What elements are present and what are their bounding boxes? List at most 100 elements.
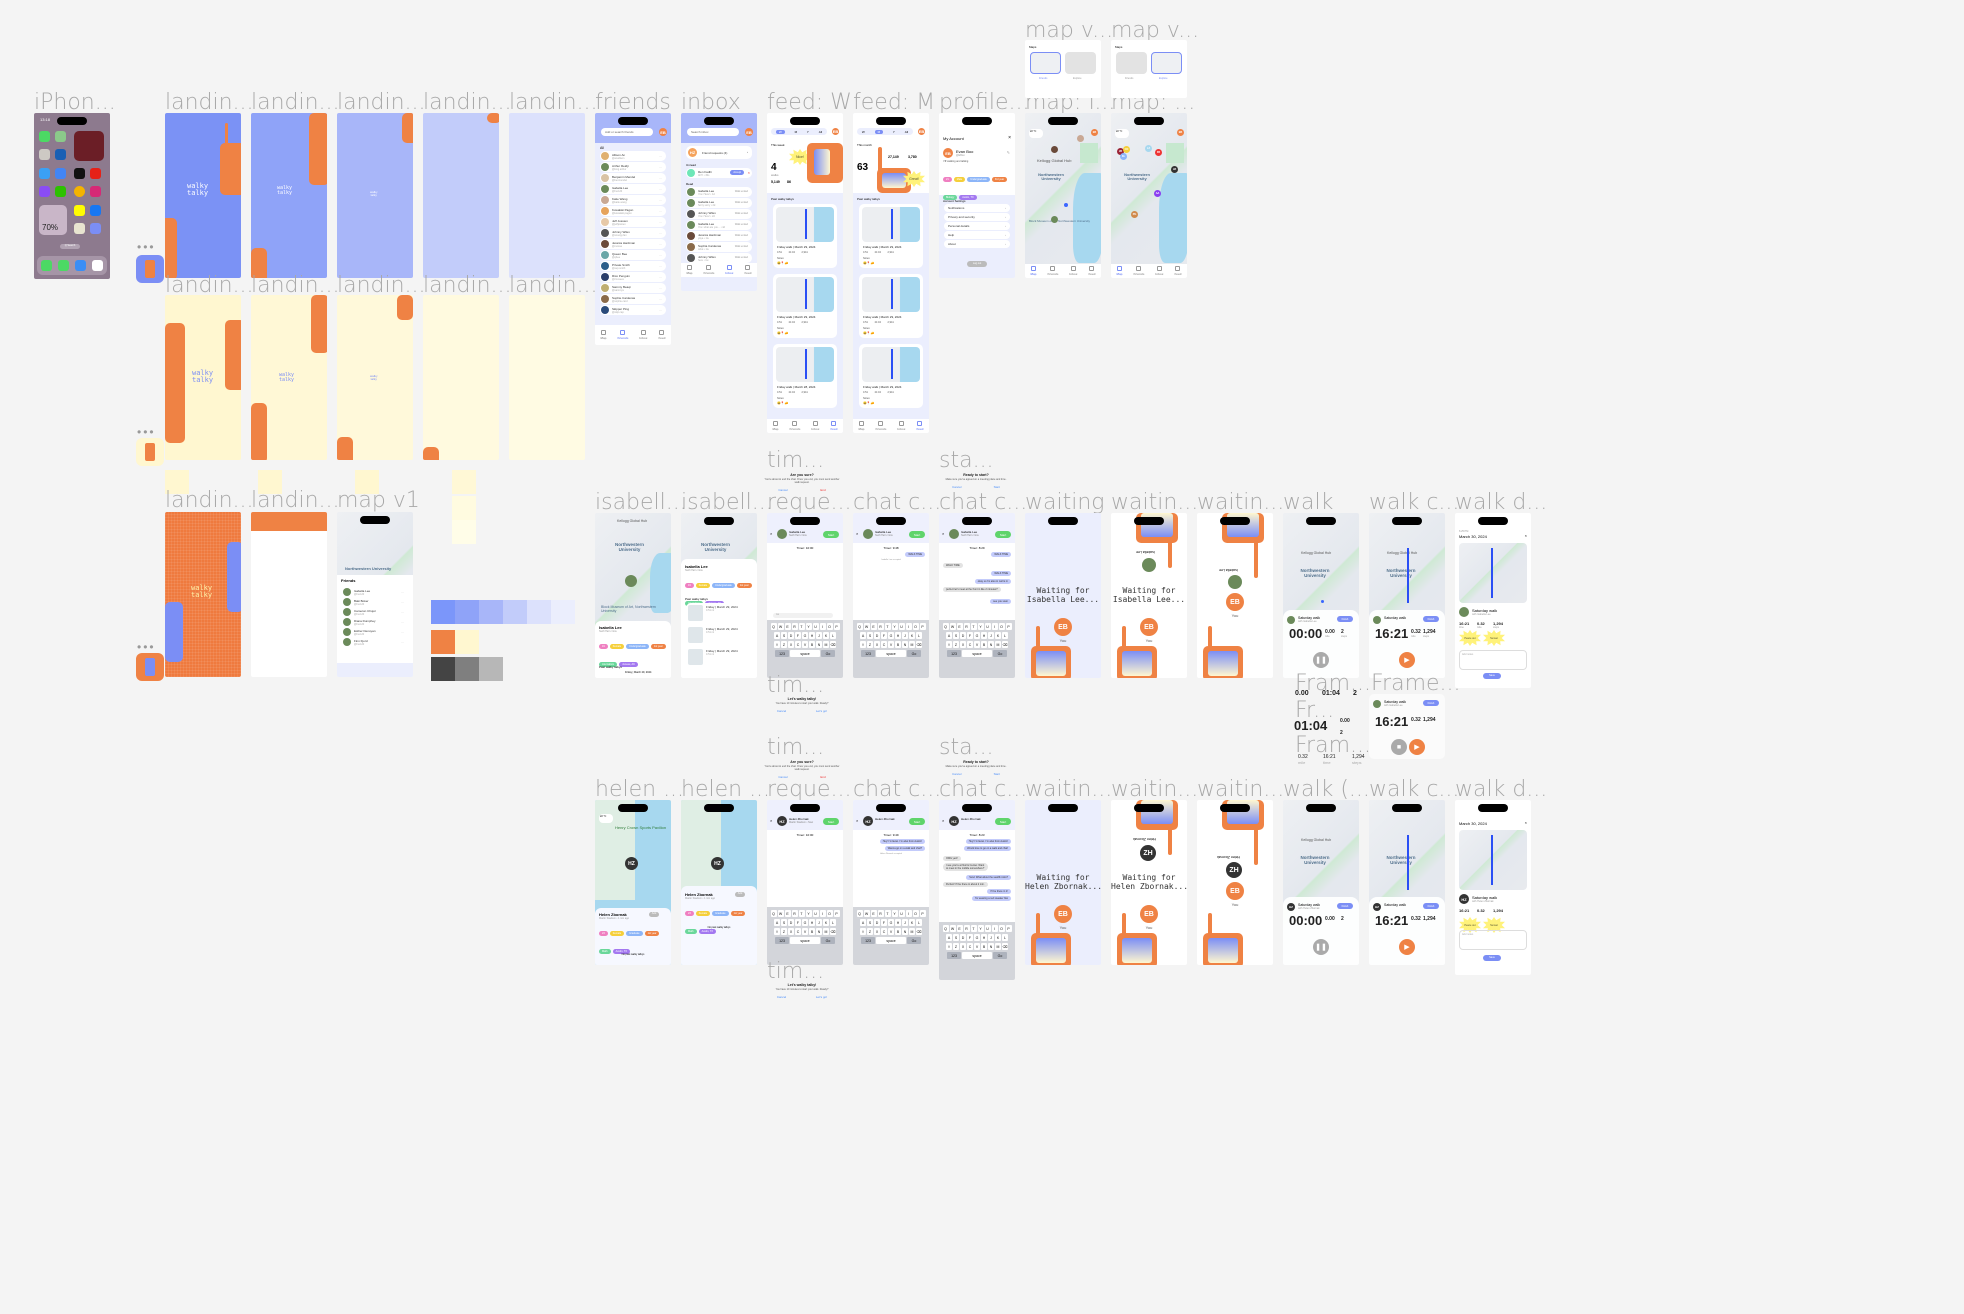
accept-button[interactable]: Accept — [730, 170, 744, 175]
cancel-button[interactable]: Cancel — [952, 772, 962, 776]
add-friend-button[interactable]: Add — [649, 912, 659, 917]
tab-feed[interactable]: Feed — [1088, 266, 1095, 276]
close-icon[interactable]: × — [770, 531, 773, 536]
friend-row[interactable]: Esther Denoyan@hud.20··· — [342, 627, 408, 636]
segment-all[interactable]: All — [818, 129, 823, 134]
tab-map[interactable]: Map — [1031, 266, 1037, 276]
notes-input[interactable]: Add notes — [1459, 650, 1527, 670]
tab-friends[interactable]: Friends — [618, 330, 628, 340]
user-pin[interactable]: FR — [1155, 149, 1162, 156]
close-icon[interactable]: × — [1524, 820, 1527, 825]
pause-button[interactable]: ❚❚ — [1313, 939, 1329, 955]
finish-button[interactable]: Finish — [1423, 903, 1439, 909]
start-button[interactable]: Start — [993, 772, 1000, 776]
save-button[interactable]: Save — [1483, 673, 1501, 679]
friend-row[interactable]: Private Smith@sup.smith··· — [600, 261, 666, 271]
spotify-widget[interactable] — [74, 131, 104, 161]
wechat-icon[interactable] — [55, 186, 66, 197]
tab-friends[interactable]: Friends — [1134, 266, 1144, 276]
play-button[interactable]: ▶ — [1409, 739, 1425, 755]
cancel-button[interactable]: Cancel — [776, 995, 787, 999]
spotify-icon[interactable] — [74, 168, 85, 179]
messenger-icon[interactable] — [39, 186, 50, 197]
tab-map[interactable]: Map — [773, 421, 779, 431]
chase-icon[interactable] — [55, 149, 66, 160]
profile-avatar[interactable]: EB — [659, 128, 667, 136]
map-option-explore[interactable] — [1065, 52, 1096, 74]
tab-friends[interactable]: Friends — [1048, 266, 1058, 276]
tab-feed[interactable]: Feed — [744, 265, 751, 275]
close-icon[interactable]: × — [942, 818, 945, 823]
contacts-icon[interactable] — [39, 149, 50, 160]
save-button[interactable]: Save — [1483, 955, 1501, 961]
tab-feed[interactable]: Feed — [916, 421, 923, 431]
start-walk-button[interactable]: Start — [995, 818, 1011, 825]
settings-notifications[interactable]: Notifications› — [944, 204, 1010, 212]
chrome-icon[interactable] — [74, 186, 85, 197]
close-icon[interactable]: × — [856, 818, 859, 823]
period-segmented-control[interactable]: W M Y All — [771, 128, 827, 135]
start-walk-button[interactable]: Start — [909, 531, 925, 538]
gmail-icon[interactable] — [92, 260, 103, 271]
facebook-icon[interactable] — [90, 205, 101, 216]
close-icon[interactable]: × — [1524, 533, 1527, 538]
friend-row[interactable]: Arthur Reidji@king.arthur··· — [600, 162, 666, 172]
play-button[interactable]: ▶ — [1399, 939, 1415, 955]
stop-button[interactable]: ■ — [1391, 739, 1407, 755]
tab-map[interactable]: Map — [1117, 266, 1123, 276]
snapchat-icon[interactable] — [74, 205, 85, 216]
period-dropdown[interactable]: This month — [857, 143, 872, 147]
more-dots-icon[interactable]: ••• — [137, 425, 156, 439]
friend-row[interactable]: Finn Fjord@hud.20··· — [342, 637, 408, 646]
friend-row[interactable]: Rico Penguin@ricosees··· — [600, 272, 666, 282]
tab-inbox[interactable]: Inbox — [639, 330, 647, 340]
start-walk-button[interactable]: Start — [909, 818, 925, 825]
google-translate-icon[interactable] — [55, 168, 66, 179]
friends-search-input[interactable]: Add or search friends — [601, 128, 653, 136]
phone-icon[interactable] — [41, 260, 52, 271]
segment-all[interactable]: All — [904, 129, 909, 134]
friend-row[interactable]: Diana Dumphey@hud.20··· — [342, 617, 408, 626]
inbox-search-input[interactable]: Search inbox — [687, 128, 739, 136]
spotlight-search-pill[interactable]: Q Search — [60, 244, 80, 249]
cancel-button[interactable]: Cancel — [778, 775, 788, 779]
user-pin[interactable]: HZ — [1171, 166, 1178, 173]
filter-dropdown[interactable]: All — [600, 146, 604, 150]
play-button[interactable]: ▶ — [1399, 652, 1415, 668]
logout-button[interactable]: Log out — [967, 261, 987, 267]
more-dots-icon[interactable]: ••• — [137, 640, 156, 654]
user-pin[interactable]: KL — [1120, 153, 1127, 160]
edit-pencil-icon[interactable]: ✎ — [1006, 150, 1010, 155]
instagram-icon[interactable] — [90, 186, 101, 197]
friend-row[interactable]: Kowalski Pagon@kowalski.pagon··· — [600, 206, 666, 216]
finish-button[interactable]: Finish — [1337, 903, 1353, 909]
notes-input[interactable]: Add notes — [1459, 930, 1527, 950]
segment-month[interactable]: M — [874, 129, 884, 134]
facetime-icon[interactable] — [39, 131, 50, 142]
close-icon[interactable]: × — [770, 818, 773, 823]
friend-row[interactable]: Baki Boker@hud.20··· — [342, 597, 408, 606]
user-pin[interactable]: JB — [1117, 148, 1124, 155]
profile-avatar[interactable]: EB — [832, 128, 839, 135]
messages-icon[interactable] — [58, 260, 69, 271]
tab-inbox[interactable]: Inbox — [1155, 266, 1163, 276]
more-dots-icon[interactable]: ••• — [137, 240, 156, 254]
segment-week[interactable]: W — [775, 129, 785, 134]
friend-row[interactable]: Katie Wang@katie.wang··· — [600, 195, 666, 205]
friend-row[interactable]: Benjamin Mendel@benmendel··· — [600, 173, 666, 183]
friend-row[interactable]: Sophie Cardenas@sophie.card··· — [600, 294, 666, 304]
start-walk-button[interactable]: Start — [823, 818, 839, 825]
close-icon[interactable]: × — [1008, 135, 1011, 141]
baidu-translate-icon[interactable] — [39, 168, 50, 179]
settings-privacy[interactable]: Privacy and security› — [944, 213, 1010, 221]
finish-button[interactable]: Finish — [1337, 616, 1353, 622]
cancel-button[interactable]: Cancel — [952, 485, 962, 489]
finish-button[interactable]: Finish — [1423, 616, 1439, 622]
segment-month[interactable]: M — [794, 129, 798, 134]
segment-week[interactable]: W — [861, 129, 865, 134]
